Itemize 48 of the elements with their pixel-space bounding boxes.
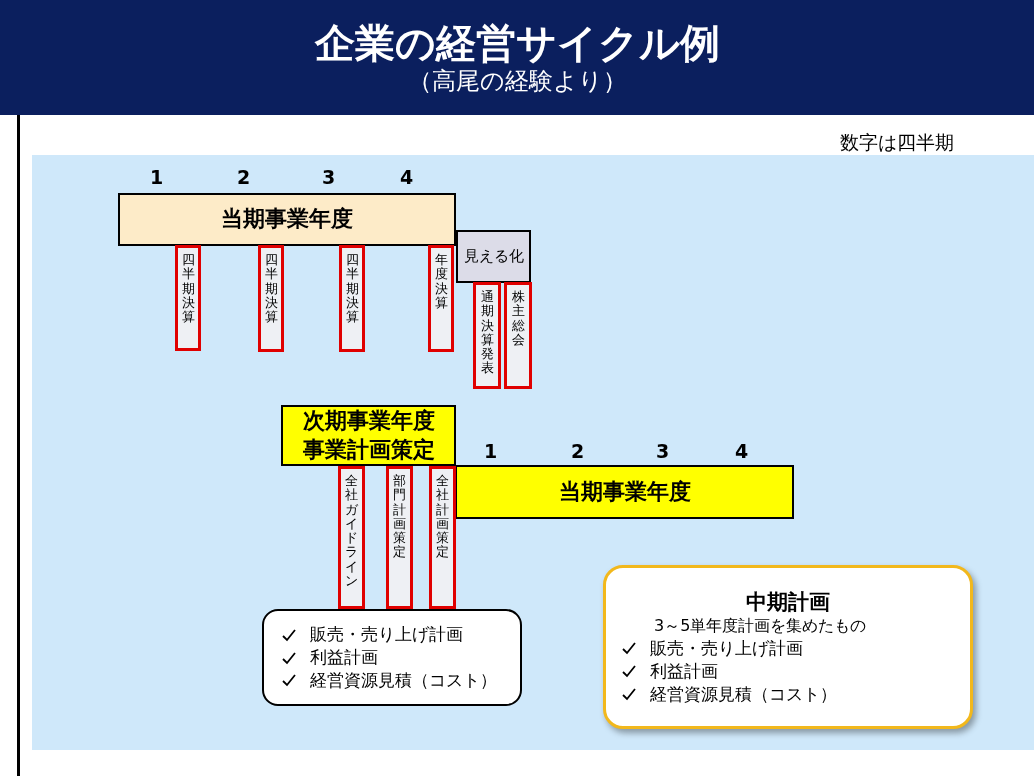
label-box	[456, 230, 531, 283]
checklist-item: 販売・売り上げ計画	[650, 636, 803, 660]
vertical-tag	[386, 466, 413, 609]
vertical-tag	[258, 245, 284, 352]
checklist-item: 販売・売り上げ計画	[310, 623, 463, 647]
vertical-tag	[339, 245, 365, 352]
period-bar	[281, 405, 456, 466]
vertical-label: 株主総会	[511, 290, 525, 348]
checklist-item: 利益計画	[650, 659, 718, 683]
box-title: 当期事業年度	[558, 477, 691, 506]
vertical-tag	[428, 245, 454, 352]
vertical-tag	[338, 466, 365, 609]
quarter-number: 2	[237, 166, 251, 188]
subtitle: （高尾の経験より）	[407, 67, 627, 96]
vertical-label: 四半期決算	[181, 253, 195, 325]
box-title: 事業計画策定	[302, 435, 435, 464]
vertical-label: 四半期決算	[345, 253, 359, 325]
box-heading: 中期計画	[746, 588, 830, 616]
quarter-number: 4	[400, 166, 414, 188]
vertical-label: 全社計画策定	[436, 474, 449, 560]
box-title: 次期事業年度	[302, 406, 435, 435]
note: 数字は四半期	[840, 130, 954, 155]
checklist-item: 経営資源見積（コスト）	[310, 668, 497, 692]
box-label: 見える化	[463, 247, 524, 266]
title: 企業の経営サイクル例	[314, 19, 720, 68]
period-bar	[455, 465, 794, 519]
vertical-tag	[429, 466, 456, 609]
quarter-number: 3	[656, 440, 670, 462]
checklist-item: 経営資源見積（コスト）	[650, 682, 837, 706]
vertical-tag	[175, 245, 201, 351]
period-bar	[118, 193, 456, 246]
vertical-tag	[473, 282, 501, 389]
box-title: 当期事業年度	[221, 205, 353, 234]
vertical-tag	[504, 282, 532, 389]
vertical-label: 全社ガイドライン	[345, 474, 358, 589]
quarter-number: 1	[150, 166, 164, 188]
quarter-number: 1	[484, 440, 498, 462]
vertical-label: 部門計画策定	[393, 474, 406, 560]
quarter-number: 2	[571, 440, 585, 462]
quarter-number: 3	[322, 166, 336, 188]
plan-card	[603, 565, 973, 729]
vertical-label: 四半期決算	[264, 253, 278, 325]
checklist-item: 利益計画	[310, 646, 378, 669]
vertical-label: 年度決算	[434, 253, 448, 311]
quarter-number: 4	[735, 440, 749, 462]
checklist-box	[262, 609, 522, 706]
box-description: 3～5単年度計画を集めたもの	[653, 615, 868, 637]
vertical-label: 通期決算発表	[480, 290, 494, 376]
